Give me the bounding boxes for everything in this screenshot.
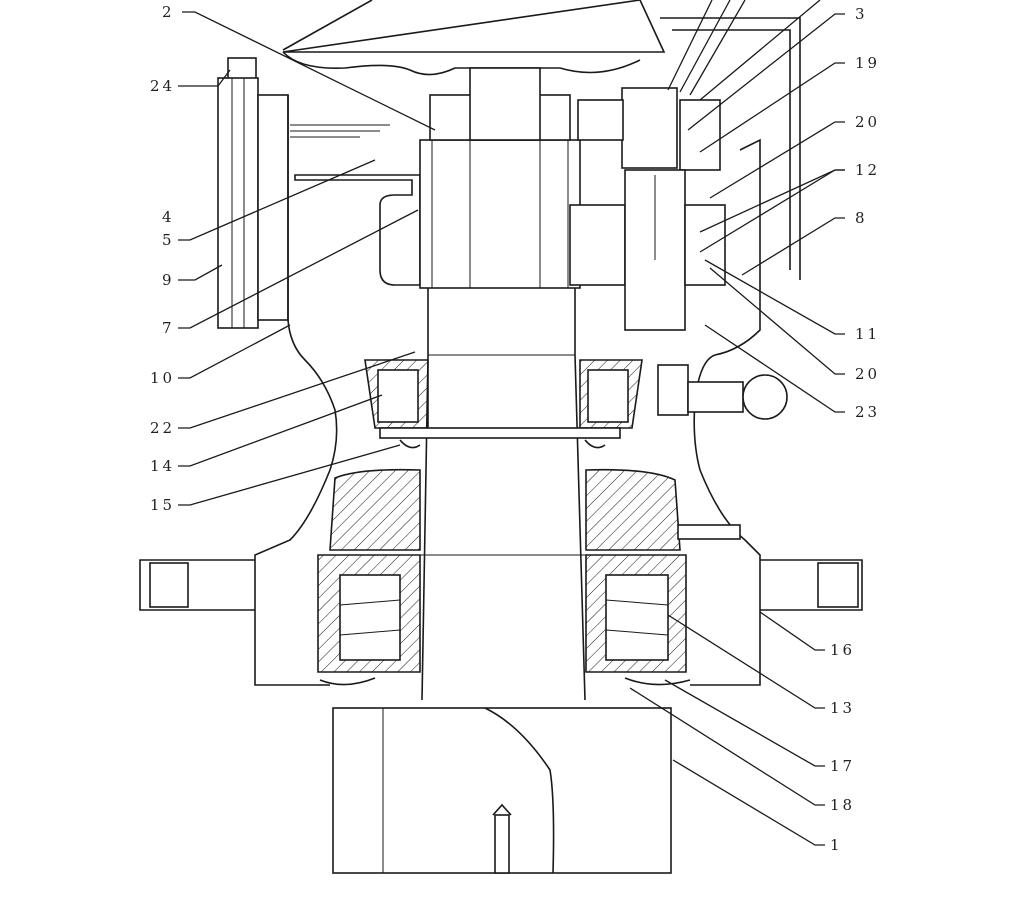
label-9: 9	[162, 271, 175, 289]
label-11: 11	[855, 325, 880, 343]
left-bolt	[217, 57, 289, 329]
label-16: 16	[830, 641, 855, 659]
central-shaft	[419, 67, 586, 701]
top-motor-housing	[282, 0, 666, 138]
label-19: 19	[855, 54, 880, 72]
label-10: 10	[150, 369, 175, 387]
label-23: 23	[855, 403, 880, 421]
label-4: 4	[162, 208, 175, 226]
label-12: 12	[855, 161, 880, 179]
label-2: 2	[162, 3, 175, 21]
flange-mount	[139, 559, 863, 611]
label-15: 15	[150, 496, 175, 514]
label-5: 5	[162, 231, 175, 249]
leader-lines	[178, 0, 845, 846]
upper-bearing	[364, 359, 643, 439]
label-17: 17	[830, 757, 855, 775]
label-24: 24	[150, 77, 175, 95]
label-14: 14	[150, 457, 175, 475]
label-18: 18	[830, 796, 855, 814]
right-components	[569, 87, 788, 540]
label-13: 13	[830, 699, 855, 717]
seals	[319, 439, 691, 686]
label-7: 7	[162, 319, 175, 337]
lower-bearing	[317, 468, 687, 673]
label-22: 22	[150, 419, 175, 437]
label-1: 1	[830, 836, 843, 854]
bottom-pinion	[332, 707, 672, 874]
label-20-upper: 20	[855, 113, 880, 131]
label-8: 8	[855, 209, 868, 227]
part-labels: 2 24 4 5 9 7 10 22 14 15 3 19 20 12 8 11…	[150, 3, 880, 854]
label-20-lower: 20	[855, 365, 880, 383]
label-3: 3	[855, 5, 868, 23]
